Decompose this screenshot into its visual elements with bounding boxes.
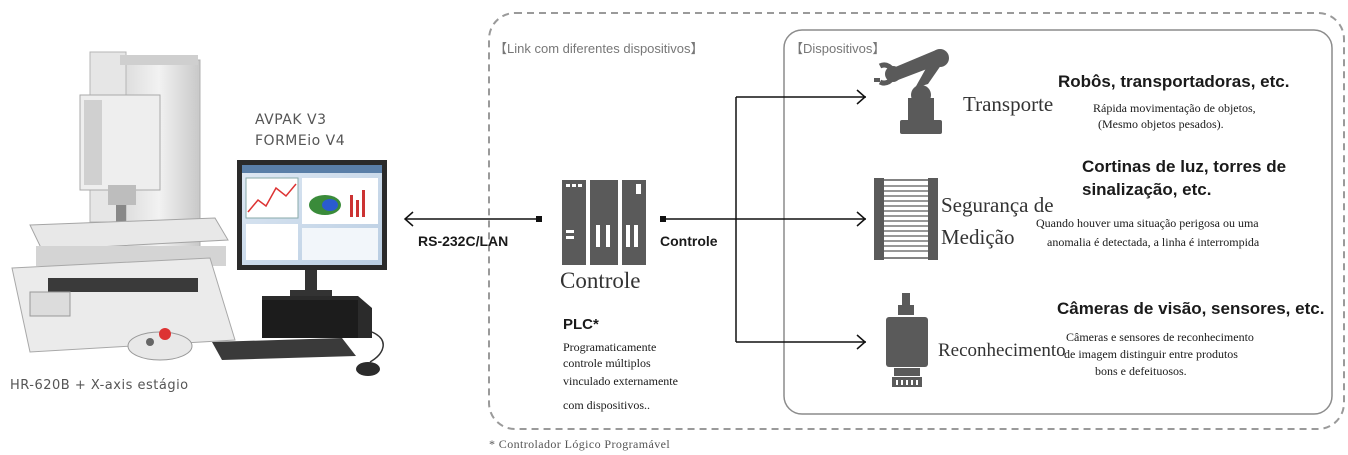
device-safety-desc-1: Quando houver uma situação perigosa ou u… xyxy=(1036,216,1259,230)
software-line-2: FORMEio V4 xyxy=(255,133,346,149)
computer-illustration xyxy=(212,160,387,376)
device-recognition-heading: Câmeras de visão, sensores, etc. xyxy=(1057,299,1325,318)
devices-box xyxy=(783,29,1333,415)
machine-caption: HR-620B + X-axis estágio xyxy=(10,378,189,393)
light-curtain-icon xyxy=(874,178,938,260)
device-safety-heading-1: Cortinas de luz, torres de xyxy=(1082,157,1287,176)
rs232-label: RS-232C/LAN xyxy=(418,233,509,249)
hardness-tester-machine xyxy=(11,51,236,361)
plc-desc-line-3: vinculado externamente xyxy=(563,374,678,388)
outer-dashed-box xyxy=(488,12,1345,430)
device-recognition-desc-2: de imagem distinguir entre produtos xyxy=(1064,347,1238,361)
device-transport-heading: Robôs, transportadoras, etc. xyxy=(1058,72,1290,91)
control-link-label: Controle xyxy=(660,233,718,249)
device-safety-name-2: Medição xyxy=(941,225,1015,249)
plc-icon xyxy=(562,180,646,265)
device-safety-desc-2: anomalia é detectada, a linha é interrom… xyxy=(1047,235,1260,249)
device-transport-desc-1: Rápida movimentação de objetos, xyxy=(1093,101,1256,115)
robot-arm-icon xyxy=(874,49,949,134)
devices-box-title: 【Dispositivos】 xyxy=(790,41,886,56)
plc-name: Controle xyxy=(560,268,641,293)
rs232-link-arrow xyxy=(403,211,542,227)
device-safety-heading-2: sinalização, etc. xyxy=(1082,180,1212,199)
plc-desc-line-1: Programaticamente xyxy=(563,340,657,354)
device-transport-desc-2: (Mesmo objetos pesados). xyxy=(1098,117,1224,131)
device-recognition-name: Reconhecimento xyxy=(938,340,1066,361)
vision-camera-icon xyxy=(886,293,928,387)
software-line-1: AVPAK V3 xyxy=(255,112,327,128)
plc-desc-line-4: com dispositivos.. xyxy=(563,398,651,412)
outer-box-title: 【Link com diferentes dispositivos】 xyxy=(494,41,704,56)
device-transport-name: Transporte xyxy=(963,92,1054,116)
control-branch-lines xyxy=(660,89,867,350)
plc-label: PLC* xyxy=(563,316,599,333)
device-recognition-desc-3: bons e defeituosos. xyxy=(1095,364,1187,378)
plc-desc-line-2: controle múltiplos xyxy=(563,356,651,370)
device-safety-name-1: Segurança de xyxy=(941,193,1054,217)
device-recognition-desc-1: Câmeras e sensores de reconhecimento xyxy=(1066,330,1254,344)
footnote: * Controlador Lógico Programável xyxy=(489,437,671,451)
